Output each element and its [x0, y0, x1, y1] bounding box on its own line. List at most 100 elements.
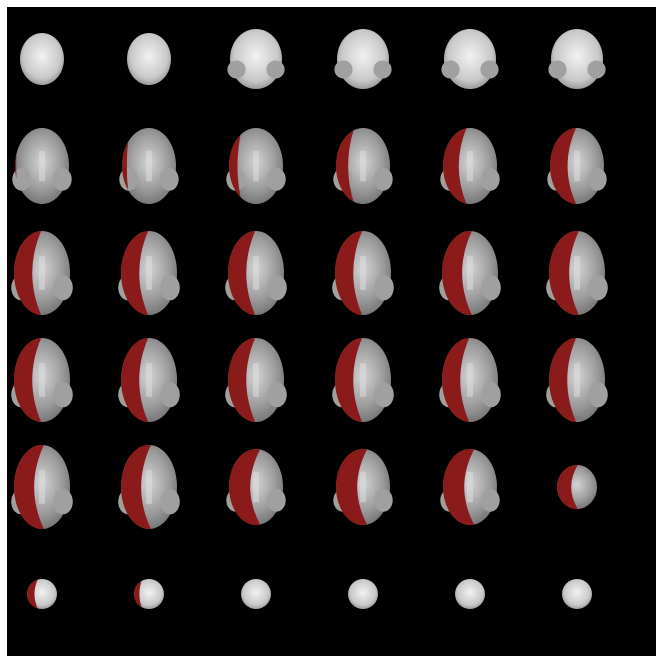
segmentation-label — [228, 338, 256, 422]
segmentation-label — [336, 449, 369, 525]
tissue-section — [444, 29, 496, 89]
midline-structure — [467, 256, 473, 290]
tissue-lobe — [480, 488, 500, 512]
slice-5-0 — [27, 579, 57, 609]
segmentation-label — [335, 338, 363, 422]
tissue-lobe — [160, 275, 180, 301]
slice-3-5 — [546, 338, 608, 422]
midline-structure — [360, 150, 366, 182]
midline-structure — [360, 363, 366, 397]
slice-1-3 — [333, 128, 393, 204]
slice-4-5 — [557, 465, 597, 509]
midline-structure — [39, 150, 45, 182]
tissue-lobe — [334, 60, 353, 79]
midline-structure — [574, 256, 580, 290]
slice-0-3 — [334, 29, 392, 89]
slice-2-4 — [439, 231, 501, 315]
segmentation-label — [442, 338, 470, 422]
slice-3-1 — [118, 338, 180, 422]
slice-0-1 — [127, 33, 171, 85]
segmentation-label — [549, 231, 580, 315]
slice-1-2 — [226, 128, 286, 204]
midline-structure — [467, 363, 473, 397]
slice-4-3 — [333, 449, 393, 525]
tissue-lobe — [53, 489, 73, 515]
slice-mosaic-viewer — [7, 7, 656, 656]
tissue-lobe — [266, 60, 285, 79]
segmentation-label — [14, 338, 42, 422]
slice-1-1 — [119, 128, 179, 204]
segmentation-label — [121, 231, 149, 315]
tissue-section — [127, 33, 171, 85]
segmentation-label — [549, 338, 577, 422]
tissue-lobe — [159, 167, 179, 191]
slice-5-4 — [455, 579, 485, 609]
slice-grid — [11, 29, 608, 609]
tissue-lobe — [160, 382, 180, 408]
segmentation-label — [443, 128, 468, 204]
midline-structure — [39, 256, 45, 290]
segmentation-label — [14, 231, 42, 315]
slice-0-4 — [441, 29, 499, 89]
tissue-section — [348, 579, 378, 609]
slice-1-4 — [440, 128, 500, 204]
segmentation-label — [121, 338, 149, 422]
segmentation-label — [228, 231, 256, 315]
slice-0-5 — [548, 29, 606, 89]
tissue-lobe — [588, 382, 608, 408]
segmentation-label — [121, 445, 152, 529]
slice-4-4 — [440, 449, 500, 525]
tissue-lobe — [587, 60, 606, 79]
midline-structure — [253, 363, 259, 397]
slice-3-3 — [332, 338, 394, 422]
tissue-section — [134, 579, 164, 609]
tissue-lobe — [119, 167, 139, 191]
tissue-lobe — [373, 488, 393, 512]
midline-structure — [253, 150, 259, 182]
slice-1-5 — [547, 128, 607, 204]
slice-2-3 — [332, 231, 394, 315]
midline-structure — [467, 471, 473, 503]
midline-structure — [146, 256, 152, 290]
slice-2-1 — [118, 231, 180, 315]
midline-structure — [146, 363, 152, 397]
segmentation-label — [443, 449, 476, 525]
tissue-section — [455, 579, 485, 609]
slice-4-2 — [226, 449, 286, 525]
tissue-lobe — [374, 275, 394, 301]
slice-4-0 — [11, 445, 73, 529]
midline-structure — [360, 471, 366, 503]
segmentation-label — [229, 449, 262, 525]
tissue-lobe — [227, 60, 246, 79]
slice-3-4 — [439, 338, 501, 422]
slice-5-2 — [241, 579, 271, 609]
segmentation-label — [335, 231, 363, 315]
slice-2-5 — [546, 231, 608, 315]
tissue-section — [20, 33, 64, 85]
slice-2-2 — [225, 231, 287, 315]
midline-structure — [39, 470, 45, 504]
tissue-lobe — [480, 60, 499, 79]
tissue-section — [551, 29, 603, 89]
tissue-lobe — [481, 275, 501, 301]
midline-structure — [574, 363, 580, 397]
tissue-lobe — [373, 60, 392, 79]
midline-structure — [146, 150, 152, 182]
segmentation-label — [550, 128, 577, 204]
tissue-lobe — [588, 275, 608, 301]
midline-structure — [253, 256, 259, 290]
slice-5-3 — [348, 579, 378, 609]
tissue-lobe — [267, 275, 287, 301]
slice-3-0 — [11, 338, 73, 422]
tissue-lobe — [12, 167, 32, 191]
tissue-lobe — [160, 489, 180, 515]
tissue-section — [241, 579, 271, 609]
segmentation-label — [442, 231, 473, 315]
tissue-lobe — [53, 275, 73, 301]
tissue-lobe — [266, 167, 286, 191]
tissue-lobe — [481, 382, 501, 408]
slice-0-0 — [20, 33, 64, 85]
slice-0-2 — [227, 29, 285, 89]
tissue-lobe — [266, 488, 286, 512]
slice-3-2 — [225, 338, 287, 422]
